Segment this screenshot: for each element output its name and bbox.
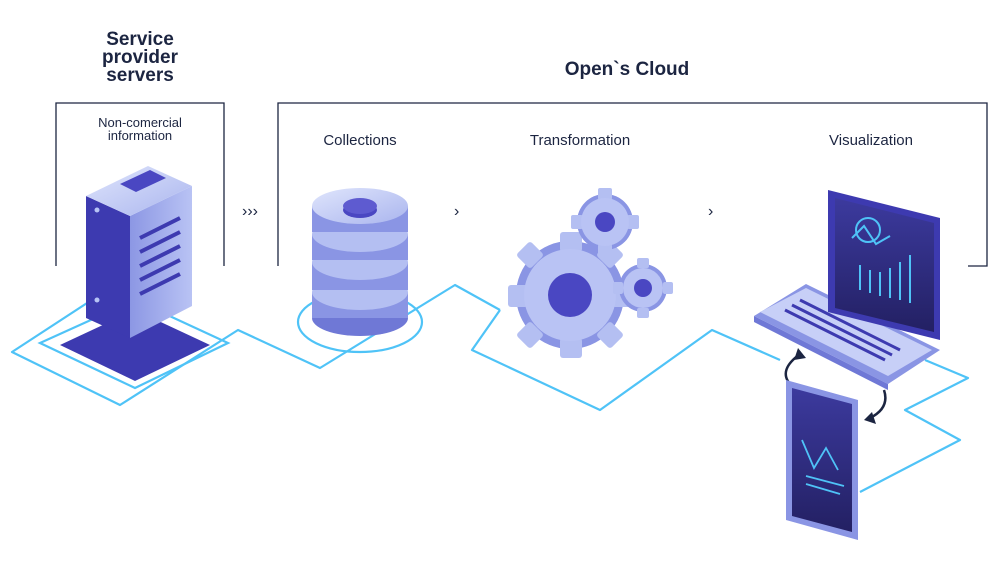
servers-subtitle-line-1: Non-comercial — [98, 115, 182, 130]
chevron-triple-icon: ››› — [242, 203, 258, 220]
servers-title-line-3: servers — [106, 65, 174, 86]
servers-title-line-2: provider — [101, 47, 179, 68]
chevron-right-icon-2: › — [708, 203, 714, 220]
cloud-bracket-frame — [277, 102, 988, 267]
cloud-title: Open`s Cloud — [564, 59, 690, 80]
sync-arrows-icon — [784, 348, 887, 424]
laptop-icon — [754, 190, 940, 390]
phone-icon — [786, 380, 858, 540]
stage-label-transformation: Transformation — [529, 132, 631, 149]
gears-icon — [508, 188, 673, 358]
data-flow-line — [10, 261, 970, 493]
stage-label-visualization: Visualization — [829, 132, 913, 149]
servers-subtitle-line-2: information — [107, 128, 173, 143]
chevron-right-icon: › — [454, 203, 460, 220]
stage-label-collections: Collections — [323, 132, 397, 149]
database-icon — [296, 188, 424, 354]
servers-title-line-1: Service — [106, 29, 174, 50]
left-bracket-frame — [55, 102, 225, 266]
server-icon — [37, 166, 231, 390]
